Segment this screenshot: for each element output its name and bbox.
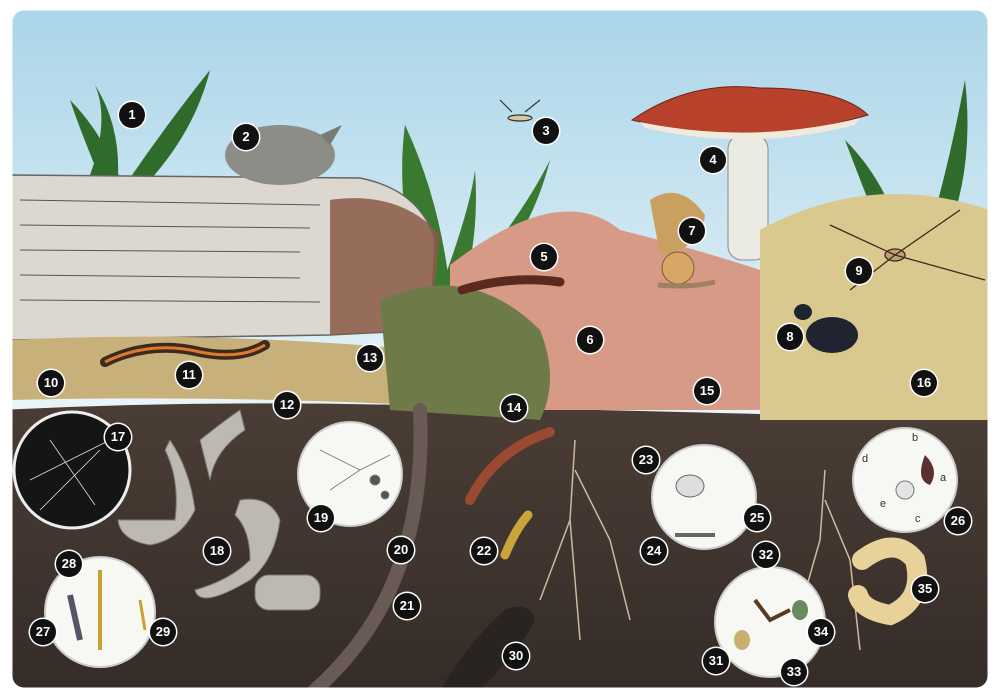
inset-letter-c: c (915, 513, 921, 525)
mushroom (630, 86, 869, 261)
inset-protozoa (852, 427, 958, 533)
callout-6: 6 (577, 327, 603, 353)
callout-2: 2 (233, 124, 259, 150)
inset-fungal-hyphae (12, 410, 132, 530)
callout-9: 9 (846, 258, 872, 284)
callout-25: 25 (744, 505, 770, 531)
callout-28: 28 (56, 551, 82, 577)
callout-29: 29 (150, 619, 176, 645)
roots (539, 439, 861, 651)
callout-33: 33 (781, 659, 807, 685)
callout-7: 7 (679, 218, 705, 244)
callout-23: 23 (633, 447, 659, 473)
callout-26: 26 (945, 508, 971, 534)
inset-mite-springtail (651, 444, 757, 550)
callout-27: 27 (30, 619, 56, 645)
callout-8: 8 (777, 324, 803, 350)
harvestman (829, 209, 986, 291)
callout-35: 35 (912, 576, 938, 602)
callout-30: 30 (503, 643, 529, 669)
inset-mycelium (297, 421, 403, 527)
callout-1: 1 (119, 102, 145, 128)
callout-21: 21 (394, 593, 420, 619)
fern-left (70, 70, 210, 180)
callout-10: 10 (38, 370, 64, 396)
callout-12: 12 (274, 392, 300, 418)
earthworm (308, 403, 428, 690)
callout-15: 15 (694, 378, 720, 404)
crane-fly (499, 99, 541, 122)
callout-3: 3 (533, 118, 559, 144)
beetle-larva (500, 510, 533, 560)
centipede (465, 427, 555, 505)
snail (657, 251, 716, 289)
fallen-log (10, 174, 440, 341)
callout-4: 4 (700, 147, 726, 173)
beetle (794, 304, 858, 353)
cicada-nymph (440, 606, 535, 690)
callout-16: 16 (911, 370, 937, 396)
callout-20: 20 (388, 537, 414, 563)
inset-letter-b: b (912, 432, 919, 444)
callout-19: 19 (308, 505, 334, 531)
inset-letter-d: d (862, 453, 869, 465)
callout-17: 17 (105, 424, 131, 450)
callout-18: 18 (204, 538, 230, 564)
callout-14: 14 (501, 395, 527, 421)
callout-31: 31 (703, 648, 729, 674)
frame-border (7, 5, 993, 693)
callout-5: 5 (531, 244, 557, 270)
callout-13: 13 (357, 345, 383, 371)
inset-letter-e: e (880, 498, 887, 510)
callout-24: 24 (641, 538, 667, 564)
inset-letter-a: a (940, 472, 947, 484)
callout-32: 32 (753, 542, 779, 568)
ant-nest (117, 409, 321, 611)
callout-34: 34 (808, 619, 834, 645)
callout-11: 11 (176, 362, 202, 388)
callout-22: 22 (471, 538, 497, 564)
millipede (457, 275, 565, 295)
